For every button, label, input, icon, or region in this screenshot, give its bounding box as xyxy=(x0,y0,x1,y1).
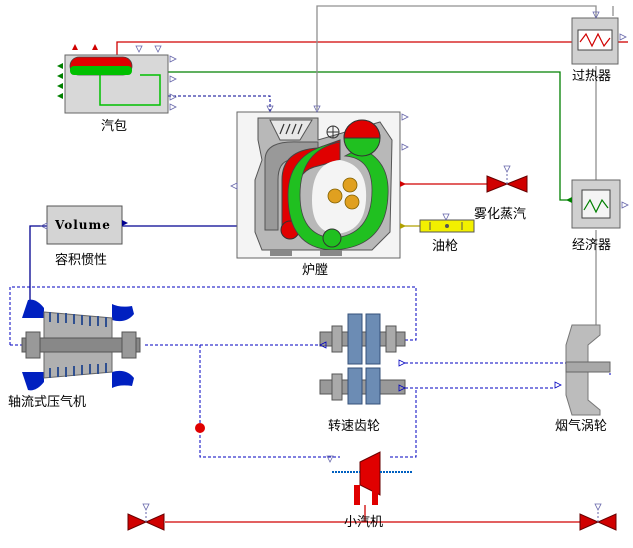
gas-turbine[interactable] xyxy=(554,324,611,416)
junction-marker xyxy=(195,423,205,433)
volume-text: Volume xyxy=(54,218,111,232)
drum-label: 汽包 xyxy=(101,119,127,134)
oil-gun[interactable] xyxy=(419,213,475,233)
signal-loop-main xyxy=(9,286,417,345)
small-turbine-icon xyxy=(332,451,412,505)
furnace-icon xyxy=(254,117,393,256)
small-turbine[interactable] xyxy=(326,451,412,505)
gas-turbine-label: 烟气涡轮 xyxy=(555,418,607,434)
drum[interactable] xyxy=(57,44,177,114)
economizer-label: 经济器 xyxy=(572,238,611,253)
compressor-label: 轴流式压气机 xyxy=(8,394,86,410)
superheater-label: 过热器 xyxy=(572,69,611,84)
compressor-icon xyxy=(21,299,141,391)
economizer-icon xyxy=(583,198,609,214)
drum-ports xyxy=(57,63,63,99)
bottom-valve-left[interactable] xyxy=(127,503,165,531)
small-turbine-label: 小汽机 xyxy=(344,515,383,530)
air-line-compressor-volume xyxy=(29,225,47,300)
oil-gun-label: 油枪 xyxy=(432,238,458,254)
volume-block[interactable]: Volume xyxy=(40,205,128,245)
speed-gear[interactable] xyxy=(319,313,406,405)
superheater[interactable] xyxy=(571,11,627,65)
steam-line-drum-superheater xyxy=(116,41,572,55)
atomizing-steam-label: 雾化蒸汽 xyxy=(474,207,526,222)
volume-label: 容积惯性 xyxy=(55,252,107,268)
furnace-label: 炉膛 xyxy=(302,263,328,278)
signal-line-small-turbine xyxy=(199,345,340,458)
atomizing-steam-valve[interactable] xyxy=(486,165,528,193)
volume-icon xyxy=(46,205,123,245)
axial-compressor[interactable] xyxy=(21,299,141,391)
flue-line-furnace-superheater xyxy=(316,5,597,110)
signal-line-drum-furnace xyxy=(168,95,271,112)
valve-icon xyxy=(486,175,509,193)
gear-label: 转速齿轮 xyxy=(328,419,380,434)
superheater-icon xyxy=(579,32,611,48)
gear-icon xyxy=(319,313,406,405)
economizer[interactable] xyxy=(566,179,629,229)
signal-line-small-turbine-right xyxy=(390,388,417,458)
bottom-valve-right[interactable] xyxy=(579,503,617,531)
furnace[interactable] xyxy=(230,105,409,259)
gas-turbine-icon xyxy=(565,324,611,416)
